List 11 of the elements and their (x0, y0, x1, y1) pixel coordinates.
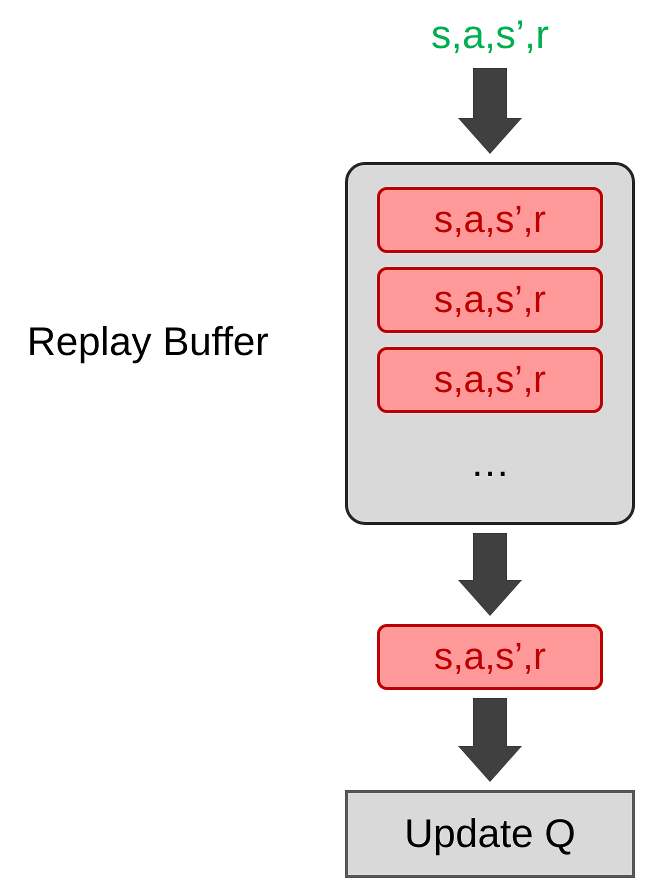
transition-box: s,a,s’,r (377, 347, 603, 413)
transition-box: s,a,s’,r (377, 267, 603, 333)
process-box: Update Q (345, 790, 635, 878)
ellipsis-text: … (470, 443, 510, 483)
arrow (458, 68, 522, 154)
transition-text: s,a,s’,r (390, 10, 590, 60)
transition-box: s,a,s’,r (377, 624, 603, 690)
arrow (458, 698, 522, 782)
transition-box: s,a,s’,r (377, 187, 603, 253)
buffer-label: Replay Buffer (27, 322, 269, 362)
arrow (458, 533, 522, 616)
